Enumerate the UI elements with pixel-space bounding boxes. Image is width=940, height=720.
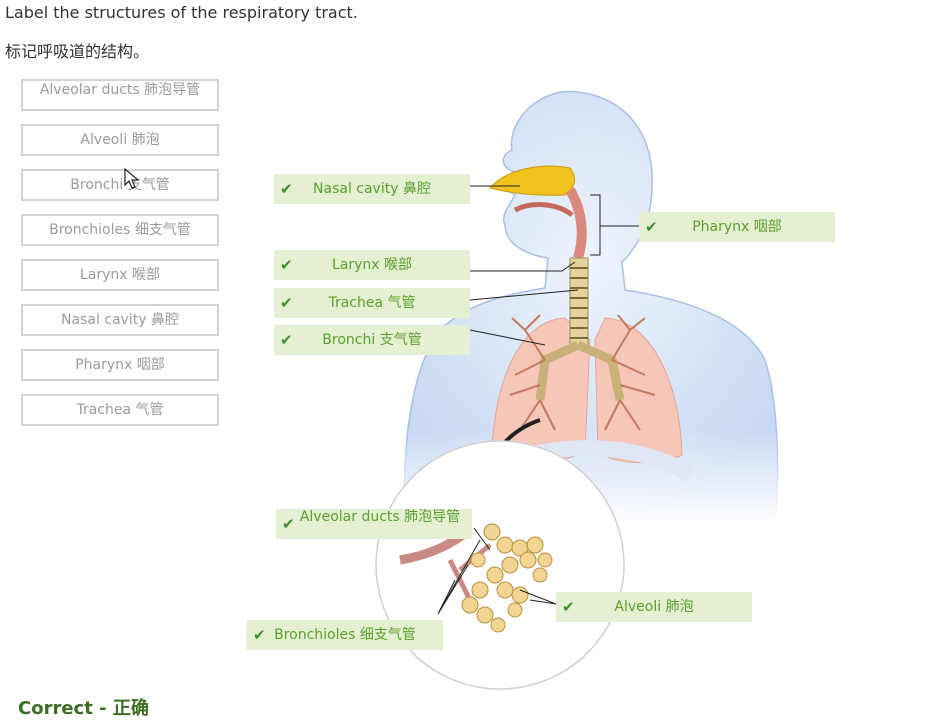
alveoli-magnified-circle — [375, 440, 625, 690]
check-icon: ✔ — [280, 331, 293, 349]
check-icon: ✔ — [280, 256, 293, 274]
feedback-message: Correct - 正确 — [18, 698, 149, 719]
check-icon: ✔ — [645, 218, 658, 236]
instruction-english: Label the structures of the respiratory … — [5, 3, 358, 22]
drop-zone-bronchi[interactable]: ✔ Bronchi 支气管 — [274, 325, 470, 355]
word-bank: Alveolar ducts 肺泡导管 Alveoli 肺泡 Bronchi 支… — [21, 79, 219, 439]
drop-label-alveolar-ducts: Alveolar ducts 肺泡导管 — [299, 509, 461, 525]
bank-chip-nasal-cavity[interactable]: Nasal cavity 鼻腔 — [21, 304, 219, 336]
bank-chip-alveoli[interactable]: Alveoli 肺泡 — [21, 124, 219, 156]
trachea-shape — [569, 257, 589, 349]
drop-zone-bronchioles[interactable]: ✔ Bronchioles 细支气管 — [247, 620, 443, 650]
check-icon: ✔ — [282, 515, 295, 533]
bronchial-tree — [509, 314, 656, 431]
bank-chip-bronchi[interactable]: Bronchi 支气管 — [21, 169, 219, 201]
drop-zone-alveolar-ducts[interactable]: ✔ Alveolar ducts 肺泡导管 — [276, 509, 472, 539]
bank-chip-bronchioles[interactable]: Bronchioles 细支气管 — [21, 214, 219, 246]
check-icon: ✔ — [280, 294, 293, 312]
drop-label-pharynx: Pharynx 咽部 — [692, 219, 782, 235]
drop-zone-larynx[interactable]: ✔ Larynx 喉部 — [274, 250, 470, 280]
nasal-cavity-shape — [489, 165, 576, 196]
bank-chip-trachea[interactable]: Trachea 气管 — [21, 394, 219, 426]
drop-label-larynx: Larynx 喉部 — [331, 257, 413, 273]
check-icon: ✔ — [562, 598, 575, 616]
drop-label-nasal-cavity: Nasal cavity 鼻腔 — [313, 181, 431, 197]
check-icon: ✔ — [253, 626, 266, 644]
drop-label-bronchi: Bronchi 支气管 — [322, 332, 422, 348]
instruction-chinese: 标记呼吸道的结构。 — [5, 42, 150, 61]
bank-chip-larynx[interactable]: Larynx 喉部 — [21, 259, 219, 291]
drop-label-trachea: Trachea 气管 — [328, 295, 416, 311]
alveoli-cluster — [461, 523, 553, 633]
check-icon: ✔ — [280, 180, 293, 198]
leader-lines — [437, 185, 640, 615]
drop-label-alveoli: Alveoli 肺泡 — [614, 599, 694, 615]
drop-label-bronchioles: Bronchioles 细支气管 — [274, 627, 416, 643]
drop-zone-trachea[interactable]: ✔ Trachea 气管 — [274, 288, 470, 318]
mouse-cursor-icon — [124, 168, 140, 189]
drop-zone-pharynx[interactable]: ✔ Pharynx 咽部 — [639, 212, 835, 242]
bank-chip-alveolar-ducts[interactable]: Alveolar ducts 肺泡导管 — [21, 79, 219, 111]
drop-zone-nasal-cavity[interactable]: ✔ Nasal cavity 鼻腔 — [274, 174, 470, 204]
bank-chip-pharynx[interactable]: Pharynx 咽部 — [21, 349, 219, 381]
pharynx-shape — [513, 202, 574, 218]
drop-zone-alveoli[interactable]: ✔ Alveoli 肺泡 — [556, 592, 752, 622]
